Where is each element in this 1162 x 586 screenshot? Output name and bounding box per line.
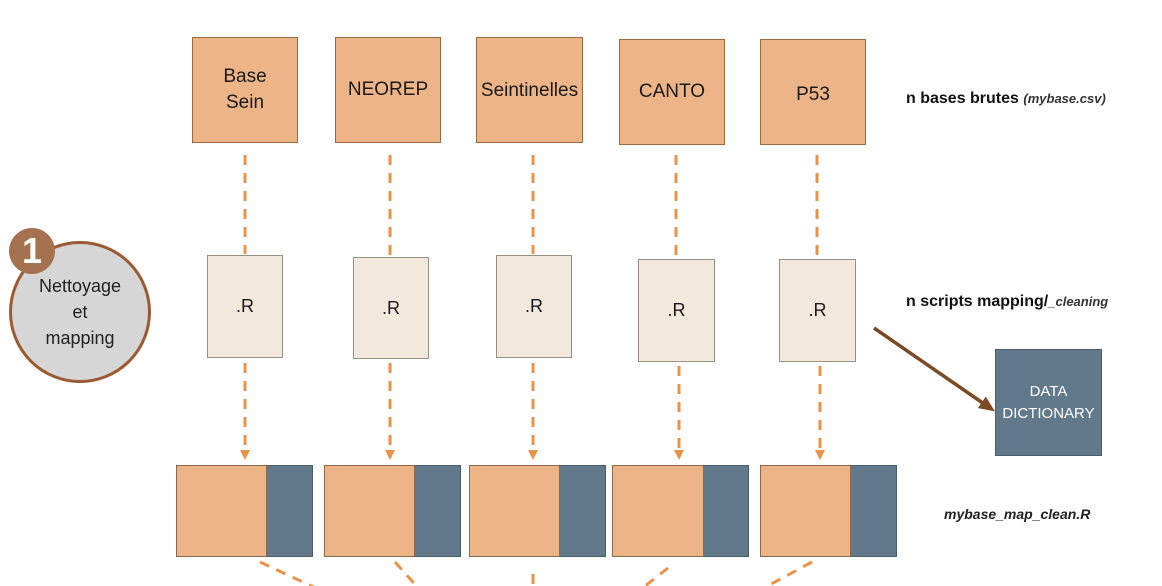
row-label-outputs: mybase_map_clean.R (944, 506, 1091, 522)
source-box-canto: CANTO (619, 39, 725, 145)
step-circle: Nettoyage et mapping (9, 241, 151, 383)
row-label-scripts-note: _cleaning (1048, 294, 1109, 309)
script-box-1: .R (207, 255, 283, 358)
data-dictionary-box: DATA DICTIONARY (995, 349, 1102, 456)
converge-line-2 (393, 561, 419, 586)
output-box-2-meta (415, 465, 461, 557)
arrow-to-dictionary (873, 326, 995, 412)
row-label-scripts: n scripts mapping/_cleaning (906, 293, 1108, 311)
row-label-bases-main: n bases brutes (906, 90, 1019, 107)
output-box-1-meta (267, 465, 313, 557)
converge-line-4 (642, 566, 669, 586)
script-box-2: .R (353, 257, 429, 359)
row-label-bases-note: (mybase.csv) (1023, 91, 1106, 106)
row-label-scripts-main: n scripts mapping/ (906, 293, 1049, 310)
script-box-4: .R (638, 259, 715, 362)
output-box-1-data (176, 465, 267, 557)
output-box-4-meta (704, 465, 749, 557)
converge-line-1 (259, 560, 315, 586)
converge-line-5 (764, 560, 813, 586)
source-box-base-sein: Base Sein (192, 37, 298, 143)
output-box-5-meta (851, 465, 897, 557)
source-box-p53: P53 (760, 39, 866, 145)
source-box-neorep: NEOREP (335, 37, 441, 143)
row-label-bases: n bases brutes (mybase.csv) (906, 90, 1106, 108)
output-box-4-data (612, 465, 704, 557)
script-box-3: .R (496, 255, 572, 358)
output-box-3-data (469, 465, 560, 557)
output-box-5-data (760, 465, 851, 557)
output-box-3-meta (560, 465, 606, 557)
script-box-5: .R (779, 259, 856, 362)
output-box-2-data (324, 465, 415, 557)
source-box-seintinelles: Seintinelles (476, 37, 583, 143)
step-number-badge: 1 (9, 228, 55, 274)
